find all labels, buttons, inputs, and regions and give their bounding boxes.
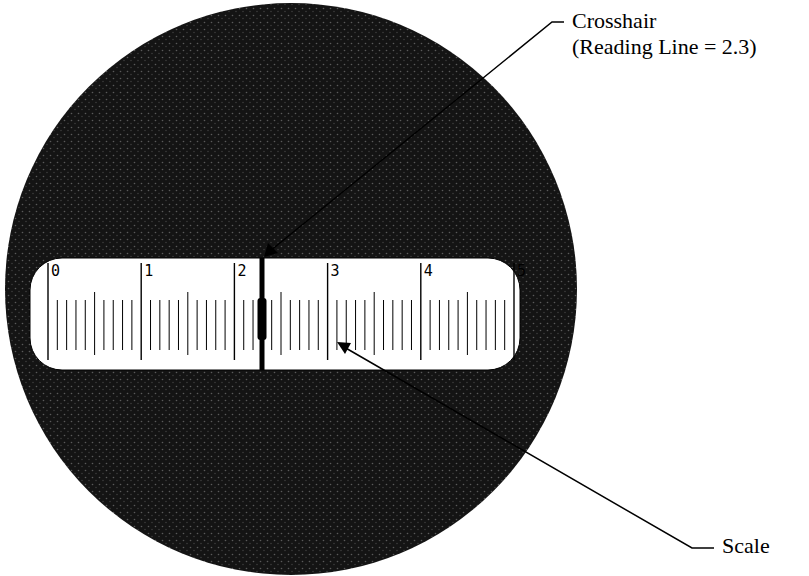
scale-tick xyxy=(430,300,431,350)
scale-tick xyxy=(327,263,328,360)
leader-line xyxy=(264,22,564,257)
scale-tick xyxy=(336,300,337,350)
callout-label: (Reading Line = 2.3) xyxy=(572,35,757,59)
scale-tick xyxy=(206,300,207,350)
scale-tick xyxy=(75,300,76,350)
scale-tick xyxy=(169,300,170,350)
scale-tick xyxy=(402,300,403,350)
scale-number: 4 xyxy=(424,263,433,280)
scale-number: 1 xyxy=(144,263,153,280)
scale-tick xyxy=(187,292,188,355)
scale-tick xyxy=(504,300,505,350)
scale-tick xyxy=(346,300,347,350)
scale-tick xyxy=(253,300,254,350)
scale-tick xyxy=(103,300,104,350)
scale-tick xyxy=(94,292,95,355)
scale-tick xyxy=(374,292,375,355)
crosshair xyxy=(258,258,267,370)
scale-tick xyxy=(85,300,86,350)
scale-tick xyxy=(243,300,244,350)
scale-tick xyxy=(467,292,468,355)
field-of-view xyxy=(5,3,577,575)
scale-tick xyxy=(150,300,151,350)
scale-tick xyxy=(355,300,356,350)
callout-label: Scale xyxy=(722,534,770,558)
scale-tick xyxy=(364,300,365,350)
scale-ticks xyxy=(48,263,514,360)
scale-tick xyxy=(234,263,235,360)
scale-tick xyxy=(486,300,487,350)
scale-band xyxy=(30,258,520,370)
scale-tick xyxy=(140,263,141,360)
scale-tick xyxy=(383,300,384,350)
scale-tick xyxy=(271,300,272,350)
scale-tick xyxy=(411,300,412,350)
scale-tick xyxy=(47,263,48,360)
scale-tick xyxy=(159,300,160,350)
scale-tick xyxy=(448,300,449,350)
scale-tick xyxy=(131,300,132,350)
scale-tick xyxy=(290,300,291,350)
scale-tick xyxy=(318,300,319,350)
scale-tick xyxy=(281,292,282,355)
scale-number: 0 xyxy=(51,263,60,280)
scale-tick xyxy=(122,300,123,350)
scale-tick xyxy=(308,300,309,350)
leader-line xyxy=(337,342,714,548)
scale-tick xyxy=(57,300,58,350)
scale-tick xyxy=(439,300,440,350)
scale-tick xyxy=(513,263,514,360)
scale-number: 5 xyxy=(517,263,526,280)
scale-tick xyxy=(458,300,459,350)
scale-number: 3 xyxy=(331,263,340,280)
scale-tick xyxy=(225,300,226,350)
scale-tick xyxy=(215,300,216,350)
scale-tick xyxy=(299,300,300,350)
scale-tick xyxy=(66,300,67,350)
scale-tick xyxy=(178,300,179,350)
scale-tick xyxy=(495,300,496,350)
scale-tick xyxy=(420,263,421,360)
scale-number: 2 xyxy=(237,263,246,280)
callout-label: Crosshair xyxy=(572,9,656,33)
scale-tick xyxy=(197,300,198,350)
scale-tick xyxy=(392,300,393,350)
scale-tick xyxy=(113,300,114,350)
scale-tick xyxy=(476,300,477,350)
